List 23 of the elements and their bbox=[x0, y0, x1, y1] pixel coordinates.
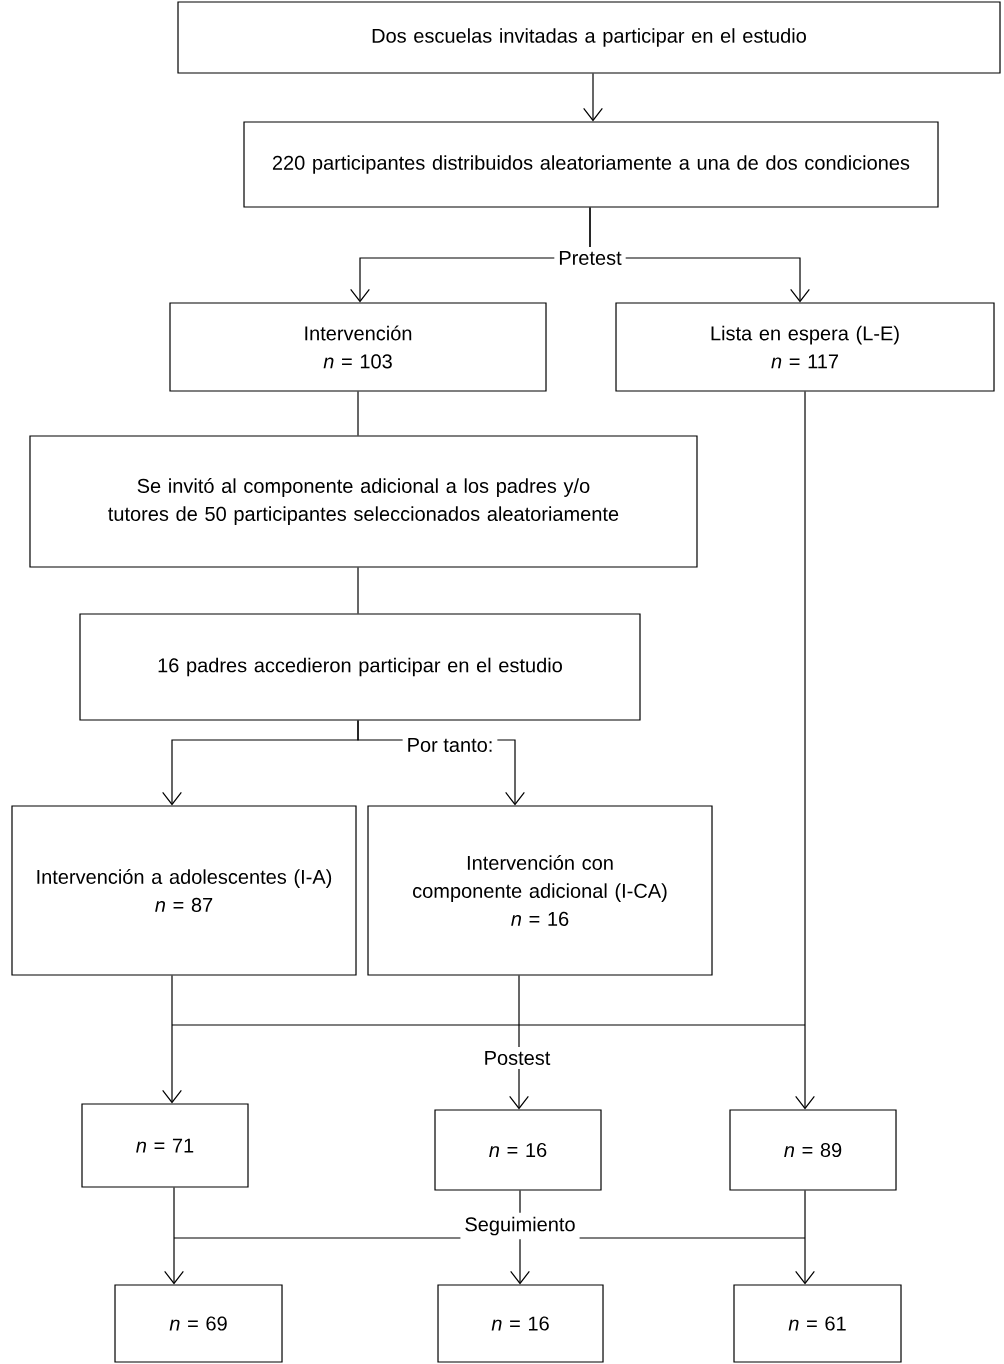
arrow bbox=[795, 391, 815, 1110]
stage-label: Pretest bbox=[554, 247, 626, 269]
process-box: Se invitó al componente adicional a los padres y/o tutores de 50 participantes seleccionados aleatoriamente bbox=[29, 435, 698, 568]
stage-label: Seguimiento bbox=[460, 1212, 580, 1240]
process-box: Intervención a adolescentes (I-A) n = 87 bbox=[11, 805, 357, 976]
process-box: Intervención n = 103 bbox=[169, 302, 547, 392]
arrow bbox=[164, 1187, 184, 1285]
process-box: n = 69 bbox=[114, 1284, 283, 1363]
process-box: 16 padres accedieron participar en el estudio bbox=[79, 613, 641, 721]
process-box: n = 61 bbox=[733, 1284, 902, 1363]
process-box: n = 16 bbox=[434, 1109, 602, 1191]
process-box: Dos escuelas invitadas a participar en el estudio bbox=[177, 1, 1001, 74]
process-box: 220 participantes distribuidos aleatoriamente a una de dos condiciones bbox=[243, 121, 939, 208]
process-box: Lista en espera (L-E) n = 117 bbox=[615, 302, 995, 392]
arrow bbox=[162, 975, 182, 1104]
process-box: n = 71 bbox=[81, 1103, 249, 1188]
stage-label: Postest bbox=[479, 1047, 555, 1069]
arrow bbox=[795, 1190, 815, 1285]
process-box: n = 16 bbox=[437, 1284, 604, 1363]
process-box: n = 89 bbox=[729, 1109, 897, 1191]
arrow bbox=[583, 73, 603, 122]
stage-label: Por tanto: bbox=[402, 734, 498, 756]
process-box: Intervención con componente adicional (I-CA) n = 16 bbox=[367, 805, 713, 976]
